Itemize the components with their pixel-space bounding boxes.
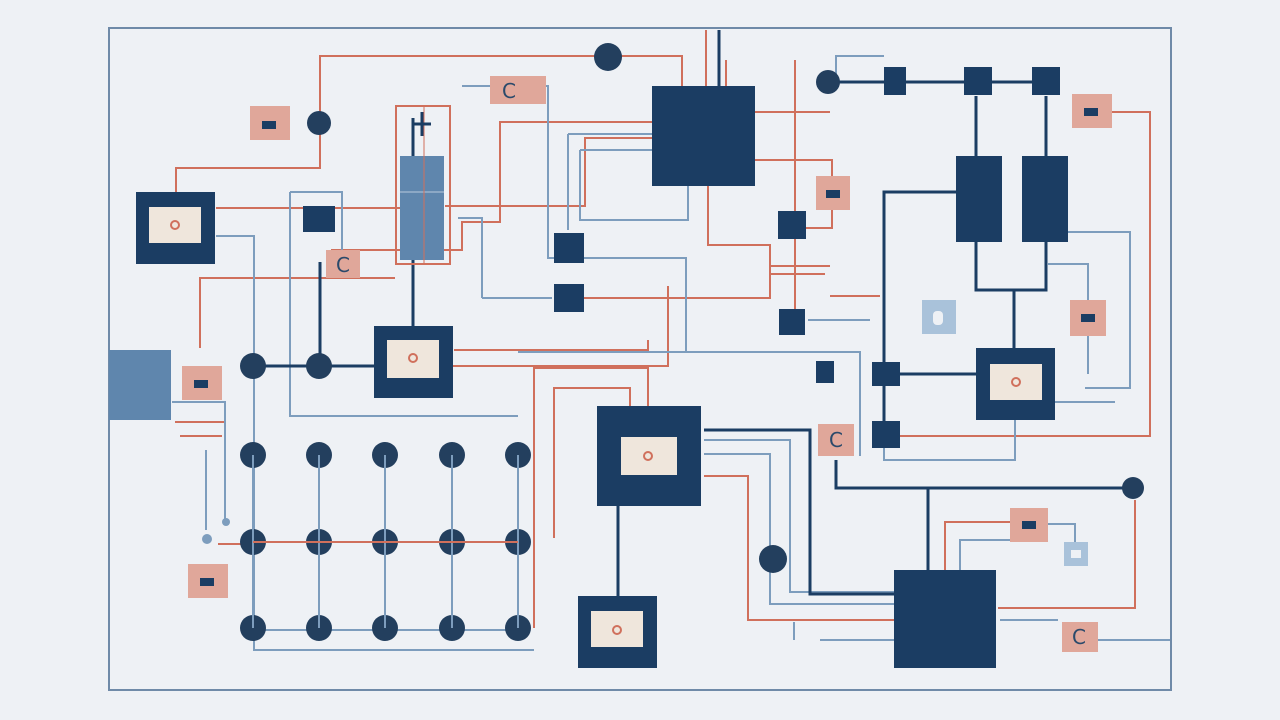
- node: [1122, 477, 1144, 499]
- node: [240, 353, 266, 379]
- switch: [884, 67, 906, 95]
- nodes: [240, 43, 1144, 573]
- node: [594, 43, 622, 71]
- switch: [1032, 67, 1060, 95]
- pale-tags: [922, 300, 1088, 566]
- blue-wires: [172, 55, 1170, 651]
- small-squares: [303, 67, 1060, 448]
- node: [816, 70, 840, 94]
- capacitor-label: C: [829, 428, 843, 452]
- component-tag: [816, 176, 850, 210]
- node: [306, 353, 332, 379]
- switch: [872, 421, 900, 448]
- power-source: [109, 350, 171, 420]
- switch: [554, 284, 584, 312]
- capacitor-labels: C C C C: [326, 76, 1098, 652]
- component-tag: [1070, 300, 1106, 336]
- small-node: [222, 518, 230, 526]
- pale-tag: [1064, 542, 1088, 566]
- capacitor-label: C: [1072, 625, 1086, 649]
- component-tag: [1010, 508, 1048, 542]
- relay-block: [1022, 156, 1068, 242]
- relay-block: [956, 156, 1002, 242]
- switch: [816, 361, 834, 383]
- capacitor-tag: [1062, 622, 1098, 652]
- component-tag: [250, 106, 290, 140]
- pale-tag: [922, 300, 956, 334]
- component-tag: [182, 366, 222, 400]
- node: [307, 111, 331, 135]
- large-blocks: [652, 86, 1068, 668]
- component-tags: [182, 94, 1112, 598]
- framed-modules: [136, 192, 1055, 668]
- node: [759, 545, 787, 573]
- bus-column: [400, 156, 444, 260]
- module: [374, 326, 453, 398]
- small-nodes: [202, 518, 230, 544]
- capacitor-tag: [326, 250, 360, 278]
- processor-block: [652, 86, 755, 186]
- switch: [964, 67, 992, 95]
- switch: [554, 233, 584, 263]
- antenna-icon: [411, 112, 431, 136]
- component-tag: [1072, 94, 1112, 128]
- switch: [779, 309, 805, 335]
- switch: [872, 362, 900, 386]
- capacitor-tag: [490, 76, 546, 104]
- module: [976, 348, 1055, 420]
- steel-blocks: [109, 105, 451, 420]
- capacitor-tag: [818, 424, 854, 456]
- capacitor-label: C: [502, 79, 516, 103]
- module: [597, 406, 701, 506]
- processor-block: [894, 570, 996, 668]
- module: [136, 192, 215, 264]
- switch: [303, 206, 335, 232]
- module: [578, 596, 657, 668]
- switch: [778, 211, 806, 239]
- small-node: [202, 534, 212, 544]
- capacitor-label: C: [336, 253, 350, 277]
- component-tag: [188, 564, 228, 598]
- bus-frame: [395, 105, 451, 265]
